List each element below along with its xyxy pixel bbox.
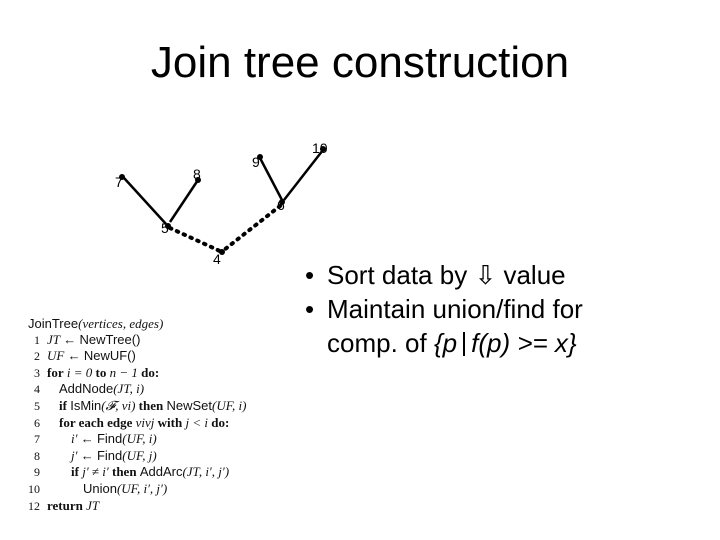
- bullet-list: • Sort data by ⇩ value • Maintain union/…: [305, 258, 715, 360]
- bullet-text: value: [503, 260, 566, 290]
- tree-node-6: 6: [277, 197, 285, 213]
- slide-title: Join tree construction: [150, 38, 570, 87]
- bullet-dot: •: [305, 294, 315, 324]
- tree-node-label: 6: [277, 197, 285, 213]
- tree-node-label: 9: [252, 154, 260, 170]
- edge-9-6: [258, 157, 284, 201]
- tree-node-label: 5: [161, 220, 169, 236]
- edge-10-6: [283, 149, 324, 201]
- bullet-text: Sort data by: [327, 260, 468, 290]
- tree-node-8: 8: [193, 166, 201, 183]
- tree-node-label: 10: [312, 140, 328, 156]
- edge-7-5: [123, 177, 167, 225]
- tree-node-10: 10: [312, 140, 328, 156]
- tree-node-7: 7: [115, 174, 125, 190]
- bullet-dot: •: [305, 260, 315, 290]
- bullet-sort: • Sort data by ⇩ value: [305, 258, 715, 292]
- down-arrow-icon: ⇩: [474, 260, 497, 290]
- tree-node-5: 5: [161, 220, 171, 236]
- bullet-text: Maintain union/find for: [327, 294, 583, 324]
- edge-8-5: [168, 179, 200, 223]
- algorithm-header: JoinTree(vertices, edges): [28, 316, 164, 331]
- tree-node-9: 9: [252, 154, 263, 170]
- tree-node-label: 8: [193, 166, 201, 182]
- tree-node-label: 4: [213, 251, 221, 267]
- tree-node-4: 4: [213, 249, 225, 267]
- tree-node-label: 7: [115, 174, 123, 190]
- edge-5-4: [168, 226, 224, 254]
- edge-6-4: [222, 204, 282, 252]
